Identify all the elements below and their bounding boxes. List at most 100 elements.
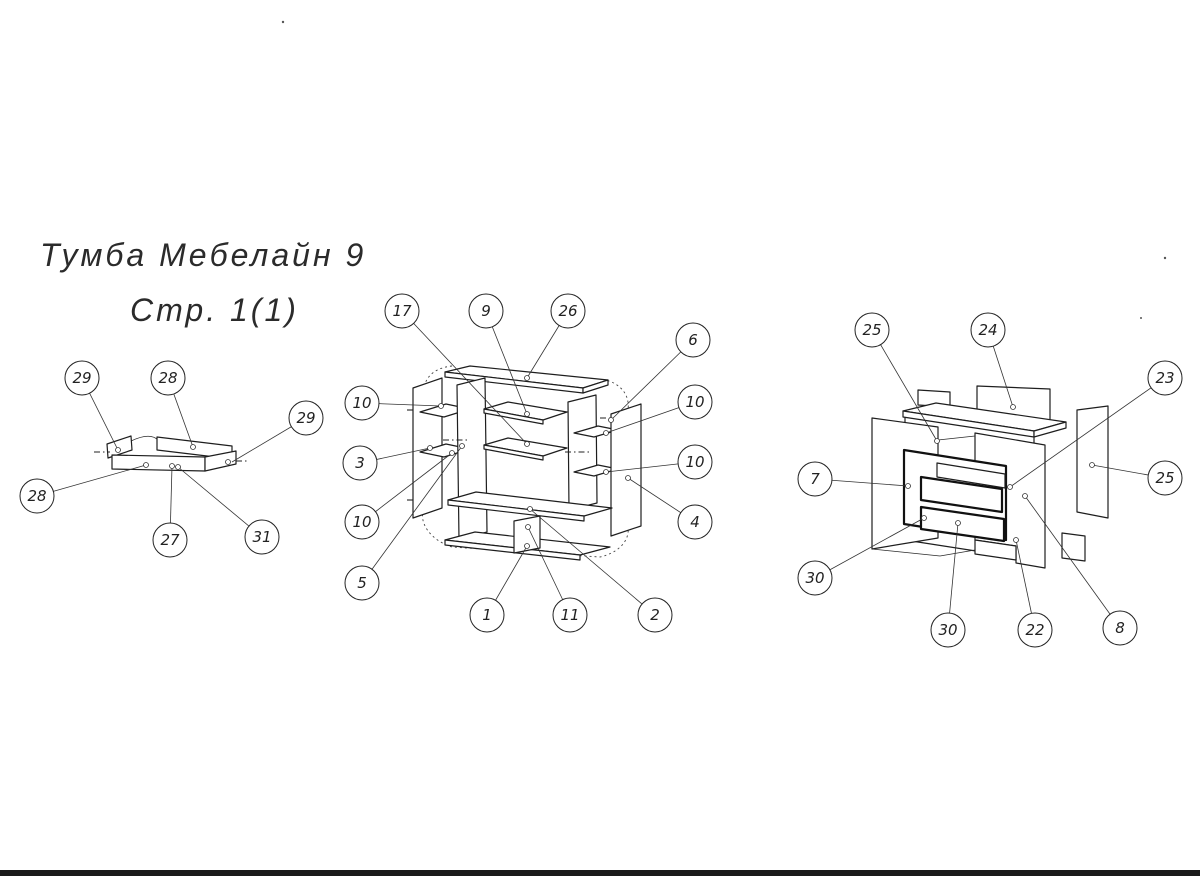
drawer-right-side <box>204 450 237 472</box>
middle-shelf-upper-edge <box>483 408 544 425</box>
leader-line <box>610 339 694 421</box>
leader-dot <box>524 441 530 447</box>
scan-edge <box>0 870 1200 876</box>
callout-number: 31 <box>252 528 271 546</box>
leader-dot <box>955 520 961 526</box>
callout-number: 30 <box>938 621 957 639</box>
callout-circle <box>677 444 713 480</box>
callout-cabinet-14: 2 <box>527 506 673 633</box>
leader-dot <box>190 444 196 450</box>
callout-circle <box>288 400 324 436</box>
callout-drawer-5: 27 <box>152 463 188 558</box>
leader-dot <box>1089 462 1095 468</box>
dresser-top-side-edge <box>1033 421 1067 438</box>
callout-drawer-6: 31 <box>175 464 280 555</box>
callout-circle <box>344 385 380 421</box>
callout-number: 4 <box>690 513 700 531</box>
callout-number: 8 <box>1115 619 1125 637</box>
callout-dresser-2: 24 <box>970 312 1016 410</box>
callout-number: 9 <box>481 302 491 320</box>
leader-dot <box>625 475 631 481</box>
callout-circle <box>1102 610 1138 646</box>
callout-circle <box>854 312 890 348</box>
inner-shelf-line <box>937 435 976 441</box>
callout-cabinet-3: 26 <box>524 293 586 381</box>
bottom-block <box>1061 532 1086 562</box>
leader-line <box>871 329 938 442</box>
page-title: Тумба Мебелайн 9 <box>40 237 366 273</box>
callout-dresser-4: 7 <box>797 461 911 497</box>
leader-dot <box>608 417 614 423</box>
leader-dot <box>449 450 455 456</box>
callout-circle <box>675 322 711 358</box>
leader-line <box>947 522 959 631</box>
callout-drawer-1: 29 <box>64 360 121 453</box>
leader-dot <box>459 443 465 449</box>
callout-number: 30 <box>805 569 824 587</box>
callout-number: 7 <box>810 470 820 488</box>
callout-number: 10 <box>685 393 704 411</box>
callout-circle <box>469 597 505 633</box>
callout-number: 29 <box>72 369 91 387</box>
middle-shelf-lower <box>483 437 568 461</box>
callout-cabinet-9: 10 <box>344 450 455 540</box>
callout-circle <box>344 565 380 601</box>
leader-dot <box>1022 493 1028 499</box>
callout-number: 29 <box>296 409 315 427</box>
callout-circle <box>970 312 1006 348</box>
leader-dot <box>1007 484 1013 490</box>
callout-number: 22 <box>1025 621 1044 639</box>
leader-dot <box>1013 537 1019 543</box>
separate-side-panel <box>1076 405 1109 519</box>
callout-number: 25 <box>862 321 881 339</box>
leader-dot <box>934 438 940 444</box>
callout-circle <box>152 522 188 558</box>
callout-cabinet-7: 3 <box>342 445 433 481</box>
leader-dot <box>524 543 530 549</box>
callout-circle <box>1147 360 1183 396</box>
callout-number: 10 <box>352 394 371 412</box>
callout-circle <box>550 293 586 329</box>
callout-number: 10 <box>685 453 704 471</box>
top-panel-side-edge <box>582 379 609 394</box>
callout-cabinet-11: 5 <box>344 443 465 601</box>
callout-circle <box>637 597 673 633</box>
callout-circle <box>150 360 186 396</box>
callout-cabinet-8: 10 <box>603 444 713 480</box>
callout-circle <box>344 504 380 540</box>
callout-number: 24 <box>978 321 997 339</box>
page-number: Стр. 1(1) <box>130 292 299 328</box>
callout-number: 23 <box>1155 369 1174 387</box>
callout-number: 26 <box>558 302 577 320</box>
base-line <box>939 549 976 557</box>
callout-circle <box>677 504 713 540</box>
callout-dresser-5: 25 <box>1089 460 1183 496</box>
drawer-front-lower <box>919 505 1006 543</box>
leader-dot <box>527 506 533 512</box>
callout-dresser-8: 22 <box>1013 537 1053 648</box>
callout-circle <box>19 478 55 514</box>
leader-line <box>485 310 528 415</box>
bottom-board-edge <box>444 539 581 561</box>
leader-line <box>177 466 263 538</box>
leader-dot <box>905 483 911 489</box>
callout-circle <box>797 461 833 497</box>
callout-cabinet-10: 4 <box>625 475 713 540</box>
callout-circle <box>384 293 420 329</box>
leader-line <box>1009 377 1166 488</box>
leader-dot <box>143 462 149 468</box>
kickboard-panel <box>974 539 1017 561</box>
callout-dresser-3: 23 <box>1007 360 1183 490</box>
leader-line <box>401 310 528 445</box>
callout-number: 25 <box>1155 469 1174 487</box>
leader-dot <box>1010 404 1016 410</box>
callout-number: 17 <box>392 302 412 320</box>
callout-cabinet-5: 10 <box>344 385 444 421</box>
callout-number: 10 <box>352 513 371 531</box>
callout-cabinet-12: 1 <box>469 543 530 633</box>
dresser-top-panel <box>902 402 1067 438</box>
drawer-front-upper <box>919 475 1004 514</box>
callout-circle <box>64 360 100 396</box>
scan-speck <box>1163 256 1167 260</box>
